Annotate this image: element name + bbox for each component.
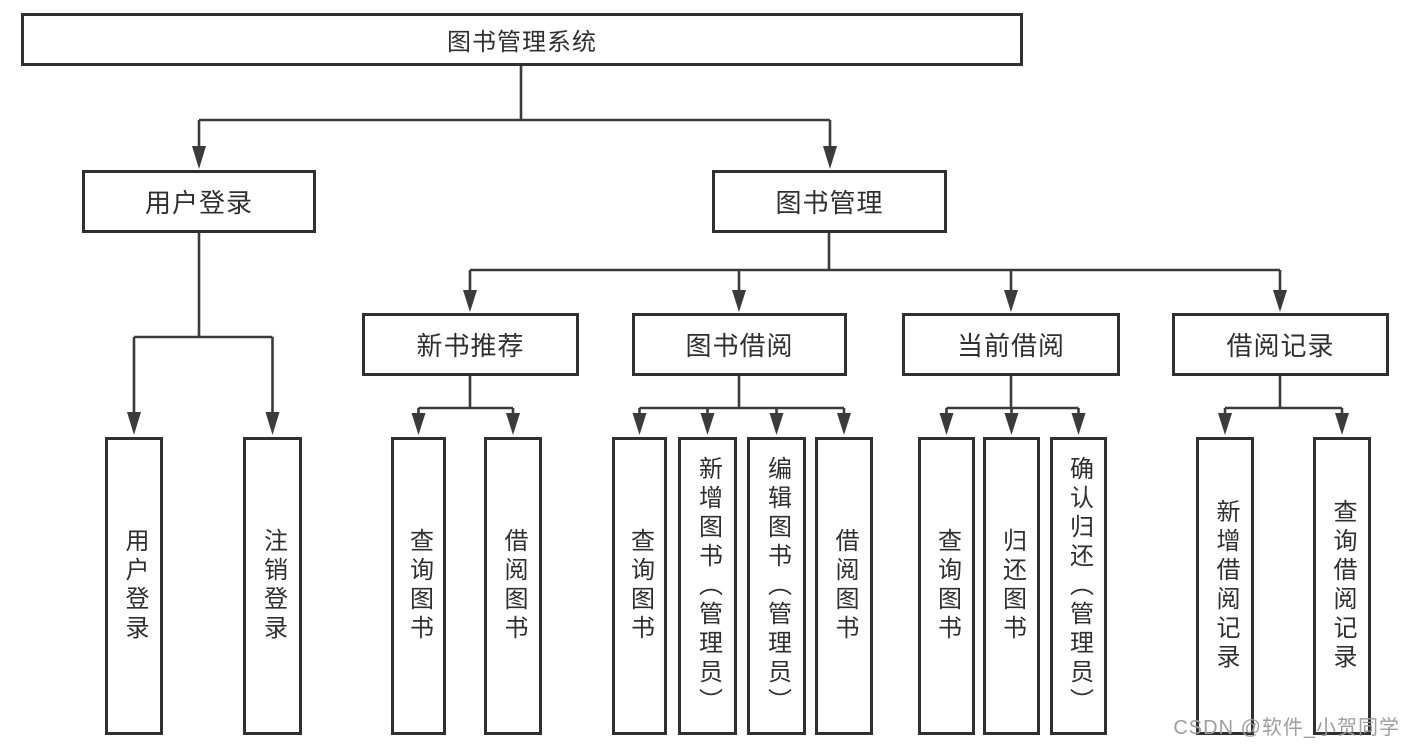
- leaf-query-books-recommend: 查询图书: [391, 437, 446, 735]
- node-borrow-records-label: 借阅记录: [1226, 331, 1335, 361]
- node-user-login-label: 用户登录: [144, 188, 253, 218]
- leaf-user-login: 用户登录: [105, 437, 163, 735]
- leaf-logout: 注销登录: [243, 437, 302, 735]
- leaf-borrow-books-label: 借阅图书: [831, 528, 858, 644]
- node-book-management: 图书管理: [712, 170, 947, 233]
- node-user-login: 用户登录: [82, 170, 316, 233]
- leaf-confirm-return-admin-label: 确认归还（管理员）: [1065, 455, 1093, 717]
- leaf-query-books-current: 查询图书: [918, 437, 975, 735]
- leaf-add-borrow-record: 新增借阅记录: [1196, 437, 1254, 735]
- leaf-borrow-books: 借阅图书: [815, 437, 873, 735]
- node-current-borrow-label: 当前借阅: [956, 331, 1065, 361]
- node-root-label: 图书管理系统: [447, 29, 597, 56]
- node-borrow-records: 借阅记录: [1172, 313, 1389, 376]
- leaf-add-book-admin: 新增图书（管理员）: [678, 437, 737, 735]
- node-new-book-recommend-label: 新书推荐: [416, 331, 525, 361]
- leaf-add-book-admin-label: 新增图书（管理员）: [694, 455, 722, 717]
- csdn-watermark: CSDN @软件_小贺同学: [1173, 717, 1400, 739]
- leaf-query-books-borrow: 查询图书: [612, 437, 667, 735]
- node-root: 图书管理系统: [21, 13, 1023, 66]
- leaf-query-books-current-label: 查询图书: [933, 528, 961, 644]
- leaf-borrow-books-recommend: 借阅图书: [484, 437, 542, 735]
- leaf-user-login-label: 用户登录: [121, 528, 148, 644]
- node-book-borrow-label: 图书借阅: [685, 331, 794, 361]
- node-book-borrow: 图书借阅: [632, 313, 847, 376]
- node-current-borrow: 当前借阅: [902, 313, 1120, 376]
- leaf-query-borrow-record: 查询借阅记录: [1313, 437, 1371, 735]
- leaf-add-borrow-record-label: 新增借阅记录: [1212, 499, 1239, 673]
- leaf-confirm-return-admin: 确认归还（管理员）: [1050, 437, 1107, 735]
- node-new-book-recommend: 新书推荐: [362, 313, 579, 376]
- leaf-query-books-recommend-label: 查询图书: [405, 528, 433, 644]
- leaf-query-books-borrow-label: 查询图书: [626, 528, 654, 644]
- leaf-edit-book-admin: 编辑图书（管理员）: [747, 437, 806, 735]
- leaf-return-book-label: 归还图书: [998, 528, 1026, 644]
- leaf-query-borrow-record-label: 查询借阅记录: [1329, 499, 1356, 673]
- leaf-borrow-books-recommend-label: 借阅图书: [500, 528, 527, 644]
- leaf-return-book: 归还图书: [983, 437, 1040, 735]
- leaf-logout-label: 注销登录: [259, 528, 287, 644]
- node-book-management-label: 图书管理: [775, 188, 884, 218]
- leaf-edit-book-admin-label: 编辑图书（管理员）: [763, 455, 791, 717]
